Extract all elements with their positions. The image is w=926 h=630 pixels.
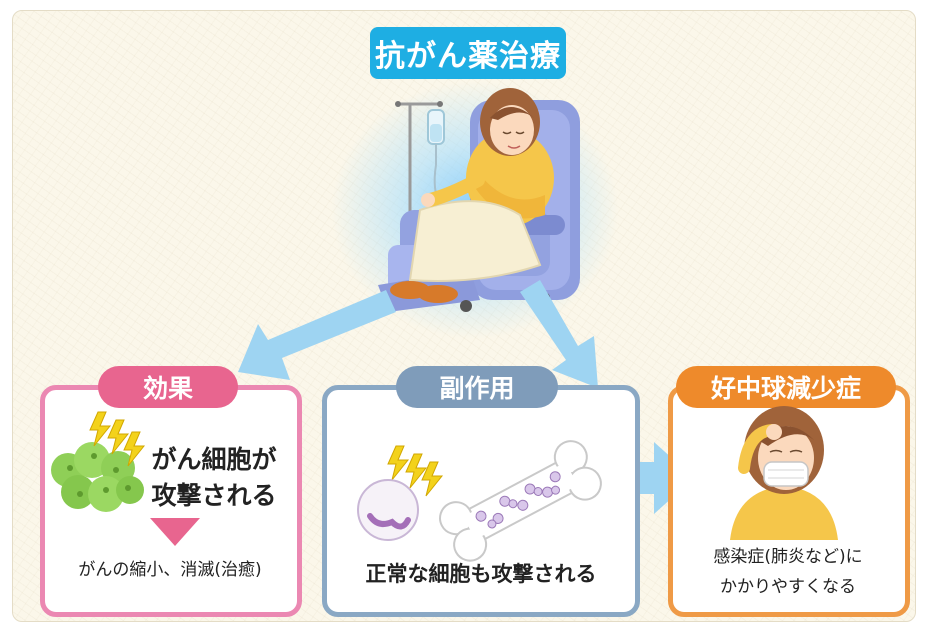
side-effect-tab: 副作用 (396, 366, 558, 408)
arrow-to-side-effect (520, 280, 598, 388)
cancer-cell-cluster-icon (51, 442, 144, 512)
neutropenia-text-line1: 感染症(肺炎など)に (713, 547, 863, 567)
neutropenia-text-line2: かかりやすくなる (720, 577, 856, 597)
arrow-to-effect (238, 290, 396, 380)
effect-main-text: がん細胞が 攻撃される (151, 445, 277, 510)
side-effect-main-text: 正常な細胞も攻撃される (365, 562, 597, 586)
down-triangle-icon (150, 518, 200, 546)
lightning-icon (387, 445, 444, 497)
lightning-icon (89, 411, 146, 467)
neutropenia-tab: 好中球減少症 (676, 366, 896, 408)
bone-marrow-icon (439, 440, 602, 562)
title-badge: 抗がん薬治療 (370, 27, 566, 79)
effect-tab: 効果 (98, 366, 238, 408)
white-blood-cell-icon (357, 479, 419, 541)
effect-result-text: がんの縮小、消滅(治癒) (78, 560, 262, 580)
